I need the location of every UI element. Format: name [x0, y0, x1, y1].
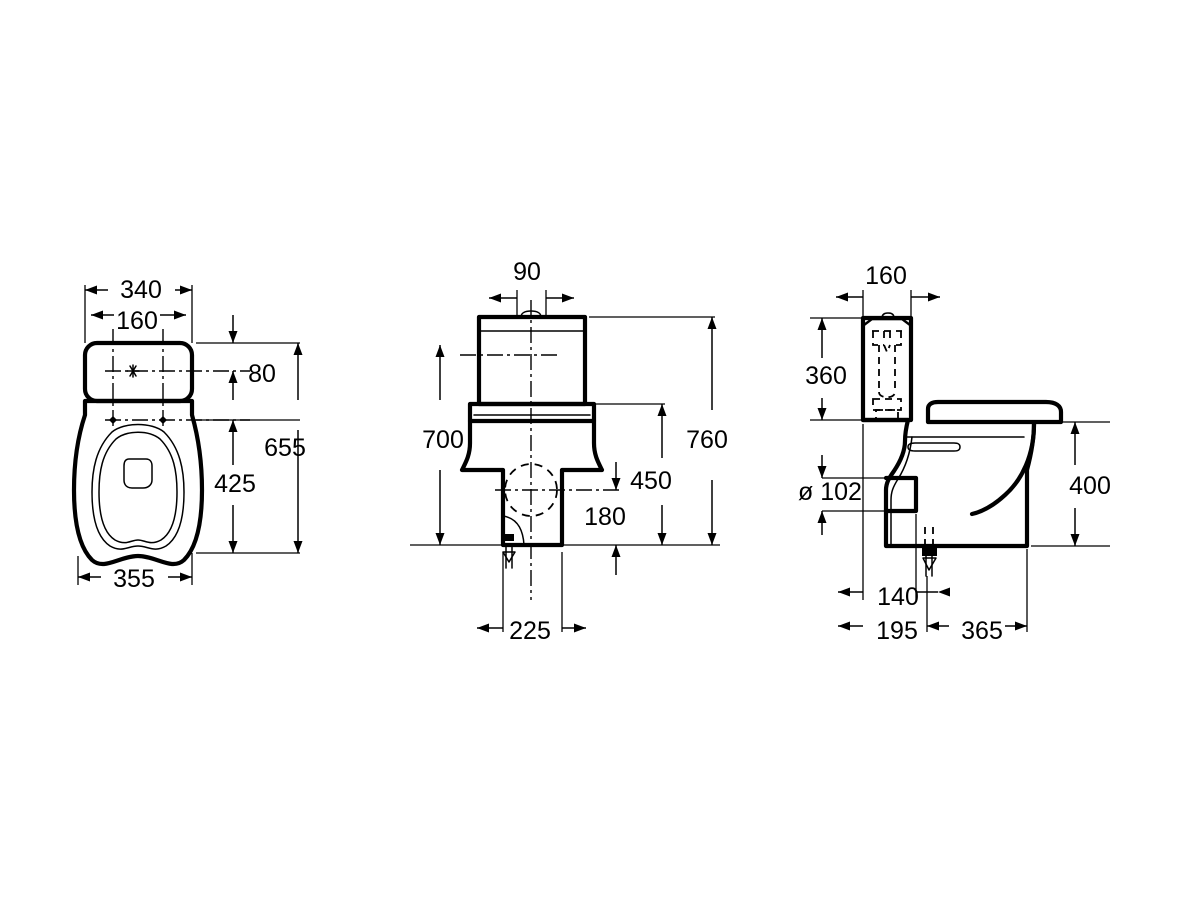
dim-655: 655 [264, 343, 306, 553]
dim-160-top: 160 [91, 307, 186, 335]
dim-160-side: 160 [836, 262, 940, 318]
dim-355: 355 [77, 553, 193, 593]
side-flush-button [881, 312, 895, 319]
dim-365: 365 [926, 549, 1028, 645]
side-base-bolt-tip [922, 557, 937, 571]
dim-label-340: 340 [120, 276, 162, 304]
view-front-elevation: 90 700 760 450 180 [410, 258, 728, 645]
dim-195: 195 [838, 617, 918, 645]
dim-400: 400 [1031, 421, 1111, 547]
dim-label-760: 760 [686, 426, 728, 454]
dim-340: 340 [84, 276, 193, 343]
side-flush-slot [907, 442, 961, 452]
dim-label-140: 140 [877, 583, 919, 611]
top-seat-inner-ring [91, 423, 185, 550]
dim-label-o102: ø 102 [798, 478, 862, 506]
dim-425: 425 [196, 419, 300, 554]
side-seat-lid [925, 399, 1064, 425]
dim-label-80: 80 [248, 360, 276, 388]
side-bowl-rim-curve [969, 421, 1037, 517]
dim-80: 80 [196, 315, 300, 400]
dim-140: 140 [838, 424, 950, 611]
dim-360: 360 [805, 317, 861, 421]
dim-label-655: 655 [264, 434, 306, 462]
dim-label-160-side: 160 [865, 262, 907, 290]
top-bowl-opening [98, 431, 178, 544]
front-base-arc-detail [502, 515, 525, 546]
dim-label-425: 425 [214, 470, 256, 498]
dim-label-360: 360 [805, 362, 847, 390]
dim-label-400: 400 [1069, 472, 1111, 500]
dim-label-700: 700 [422, 426, 464, 454]
dim-90: 90 [489, 258, 574, 315]
dim-label-365: 365 [961, 617, 1003, 645]
dim-450: 450 [594, 403, 672, 545]
dim-225: 225 [477, 552, 586, 645]
front-base-bolt-tip [502, 551, 516, 563]
dim-label-225: 225 [509, 617, 551, 645]
side-cistern-internals [872, 330, 902, 420]
top-flush-hole [123, 458, 153, 489]
view-top-plan: 340 160 80 425 655 [71, 276, 306, 593]
top-seat-outer-outline [71, 398, 205, 567]
side-cistern-lid [862, 317, 912, 327]
dim-700: 700 [422, 345, 464, 545]
dim-label-160-top: 160 [116, 307, 158, 335]
dim-o102: ø 102 [798, 455, 914, 535]
side-base-bolt-head [922, 548, 937, 556]
front-base-bolt-head [504, 534, 514, 541]
dim-label-180: 180 [584, 503, 626, 531]
dim-label-450: 450 [630, 467, 672, 495]
dim-180: 180 [584, 462, 626, 575]
dim-label-90: 90 [513, 258, 541, 286]
view-side-elevation: 160 360 ø 102 400 [798, 262, 1111, 645]
dim-label-195: 195 [876, 617, 918, 645]
side-base-bolt-hidden [924, 527, 934, 546]
dim-760: 760 [589, 316, 728, 545]
dim-label-355: 355 [113, 565, 155, 593]
